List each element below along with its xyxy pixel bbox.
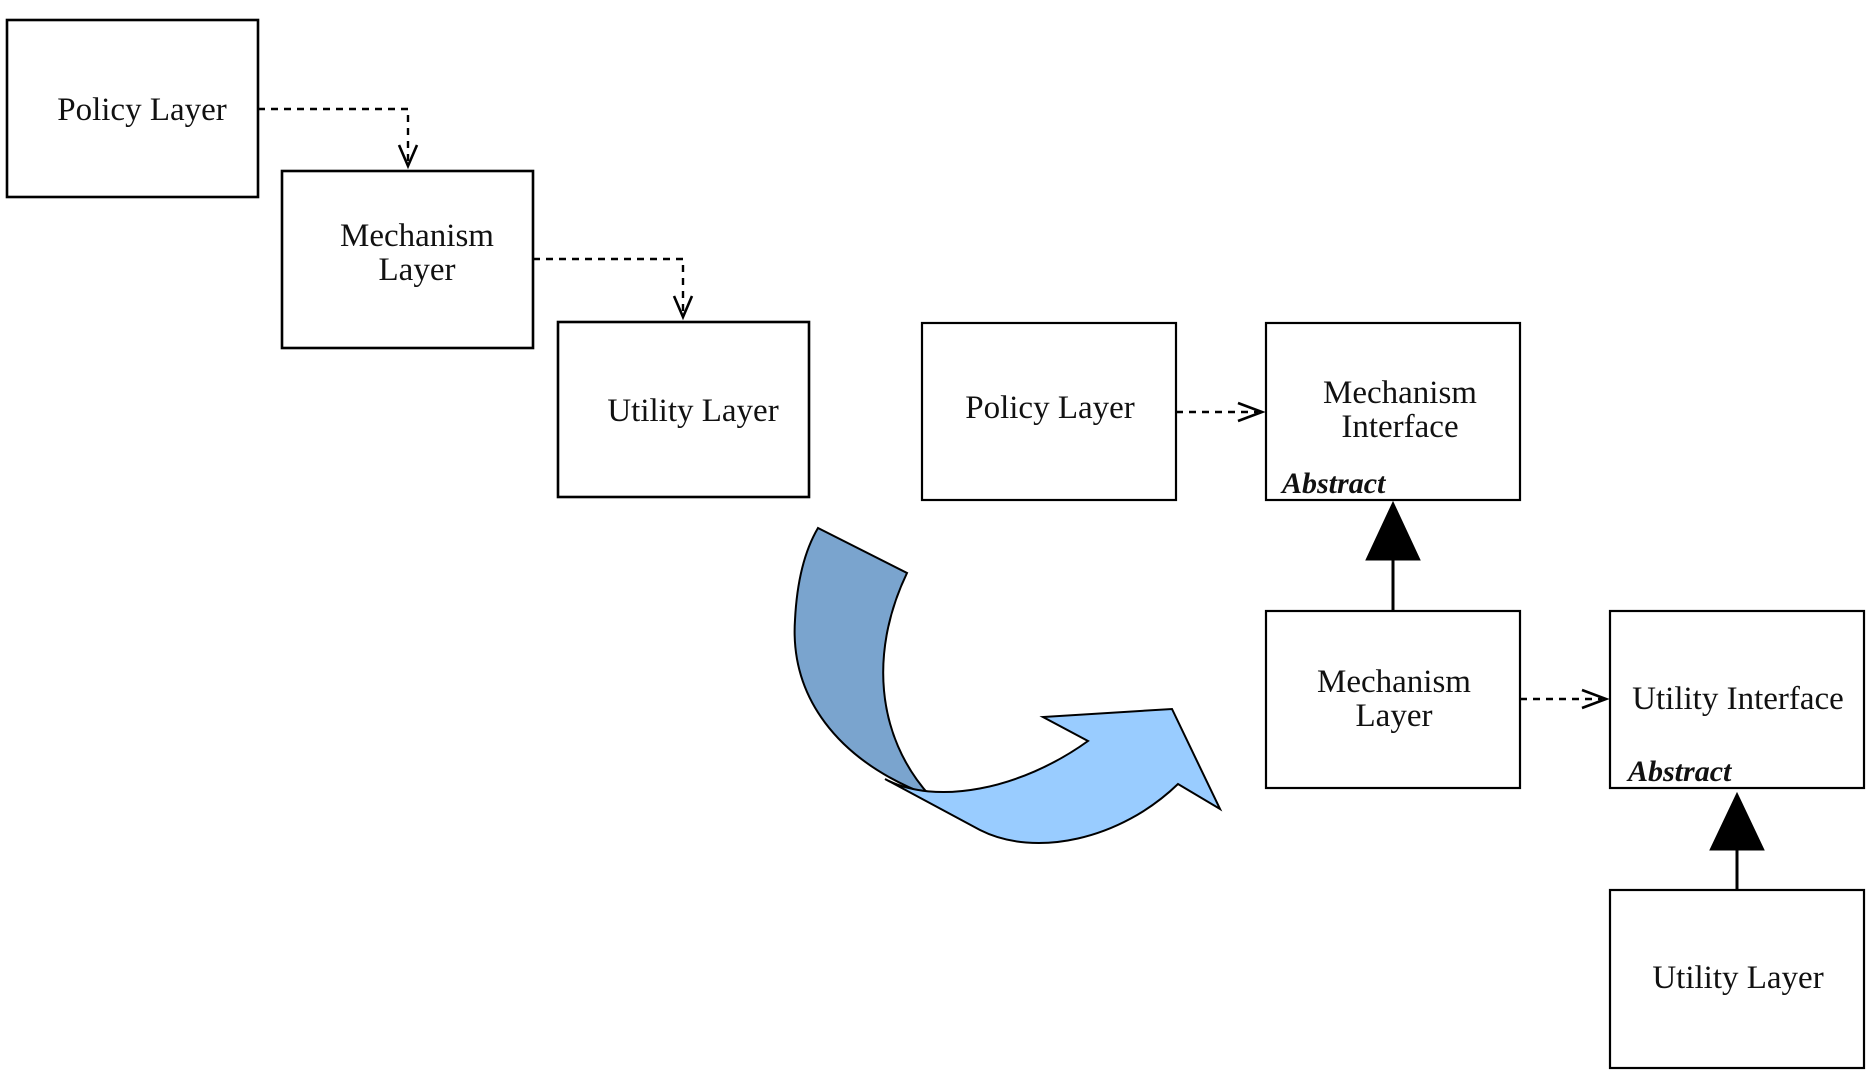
mechanism-to-utility-interface-dependency	[1520, 688, 1610, 710]
naive-policy-to-mechanism-dependency	[258, 107, 419, 170]
inverted-mechanism-layer-label-line1: Mechanism	[1317, 664, 1471, 700]
inverted-layering: Policy Layer Mechanism Interface Abstrac…	[920, 321, 1866, 1070]
naive-layering: Policy Layer Mechanism Layer Utility Lay…	[5, 18, 811, 499]
inverted-mechanism-layer-box: Mechanism Layer	[1264, 609, 1522, 790]
naive-mechanism-layer-label-line2: Layer	[379, 252, 456, 288]
inverted-policy-layer-label: Policy Layer	[965, 390, 1135, 426]
mechanism-interface-box: Mechanism Interface Abstract	[1264, 321, 1522, 502]
mechanism-implements-interface-arrow	[1365, 500, 1421, 611]
inverted-mechanism-layer-label-line2: Layer	[1356, 698, 1433, 734]
inverted-policy-layer-box: Policy Layer	[920, 321, 1178, 502]
naive-mechanism-layer-box: Mechanism Layer	[280, 169, 535, 350]
naive-mechanism-to-utility-dependency	[533, 257, 694, 321]
mechanism-interface-label-line2: Interface	[1341, 409, 1458, 445]
utility-interface-box: Utility Interface Abstract	[1608, 609, 1866, 790]
utility-implements-interface-arrow	[1709, 791, 1765, 890]
mechanism-interface-label-line1: Mechanism	[1323, 375, 1477, 411]
utility-interface-label: Utility Interface	[1632, 681, 1844, 717]
naive-policy-layer-label: Policy Layer	[57, 92, 227, 128]
transformation-arrow-back-fold	[793, 526, 931, 797]
naive-utility-layer-box: Utility Layer	[556, 320, 811, 499]
inverted-utility-layer-label: Utility Layer	[1652, 960, 1823, 996]
mechanism-interface-abstract-tag: Abstract	[1280, 467, 1387, 500]
naive-utility-layer-label: Utility Layer	[607, 393, 778, 429]
inverted-utility-layer-box: Utility Layer	[1608, 888, 1866, 1070]
policy-to-mechanism-interface-dependency	[1176, 401, 1266, 423]
transformation-arrow	[793, 526, 1223, 845]
utility-interface-abstract-tag: Abstract	[1626, 755, 1733, 788]
naive-policy-layer-box: Policy Layer	[5, 18, 260, 199]
transformation-arrow-front	[884, 707, 1223, 845]
naive-mechanism-layer-label-line1: Mechanism	[340, 218, 494, 254]
